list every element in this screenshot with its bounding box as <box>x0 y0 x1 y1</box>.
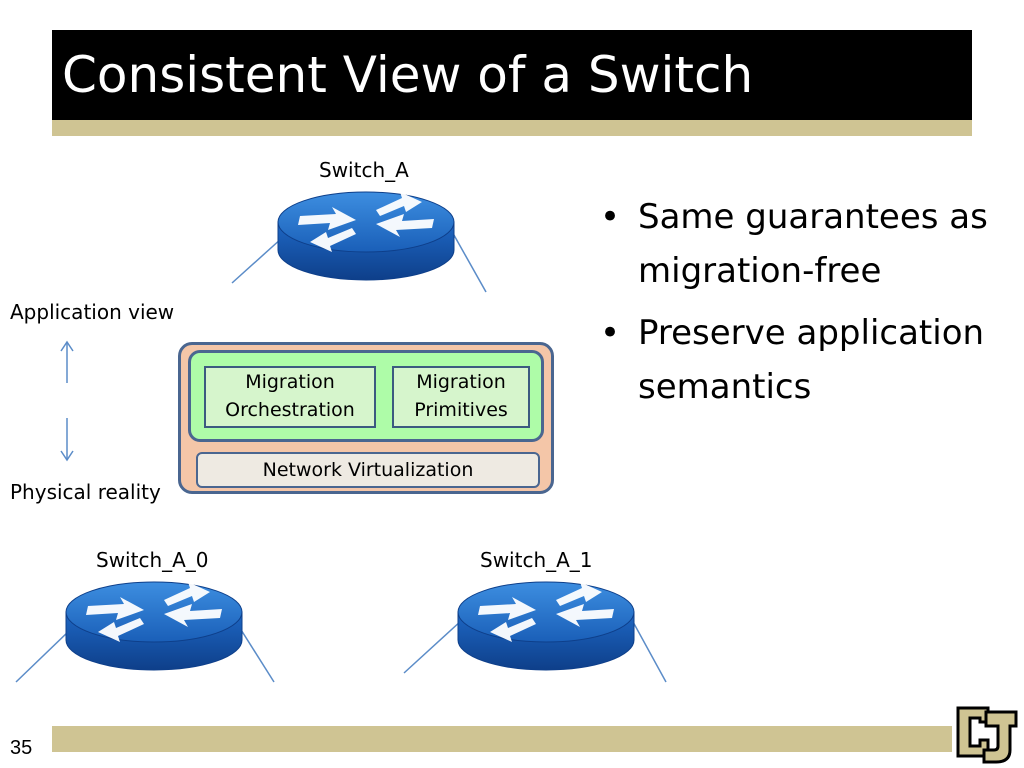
title-underline <box>52 120 972 136</box>
bullet-item: • Preserve application semantics <box>600 306 1020 414</box>
orchestration-line2: Orchestration <box>225 399 355 421</box>
migration-primitives-box: Migration Primitives <box>392 366 530 428</box>
bullet-dot-icon: • <box>600 313 621 353</box>
switch-a1-label: Switch_A_1 <box>480 548 593 572</box>
physical-reality-label: Physical reality <box>10 480 161 504</box>
switch-a-label: Switch_A <box>319 158 409 182</box>
primitives-line2: Primitives <box>414 399 508 421</box>
slide-title: Consistent View of a Switch <box>62 46 754 104</box>
application-view-label: Application view <box>10 300 175 324</box>
primitives-line1: Migration <box>416 371 506 393</box>
footer-bar <box>52 726 952 752</box>
slide-number: 35 <box>10 737 33 759</box>
bullet-dot-icon: • <box>600 197 621 237</box>
bullet-list: • Same guarantees as migration-free • Pr… <box>600 190 1020 422</box>
cu-logo-icon <box>952 700 1022 768</box>
bullet-item: • Same guarantees as migration-free <box>600 190 1020 298</box>
migration-orchestration-box: Migration Orchestration <box>204 366 376 428</box>
orchestration-line1: Migration <box>245 371 335 393</box>
switch-a0-label: Switch_A_0 <box>96 548 209 572</box>
network-virtualization-box: Network Virtualization <box>196 452 540 488</box>
bullet-text: Preserve application semantics <box>638 313 985 407</box>
title-bar: Consistent View of a Switch <box>52 30 972 120</box>
bullet-text: Same guarantees as migration-free <box>638 197 988 291</box>
